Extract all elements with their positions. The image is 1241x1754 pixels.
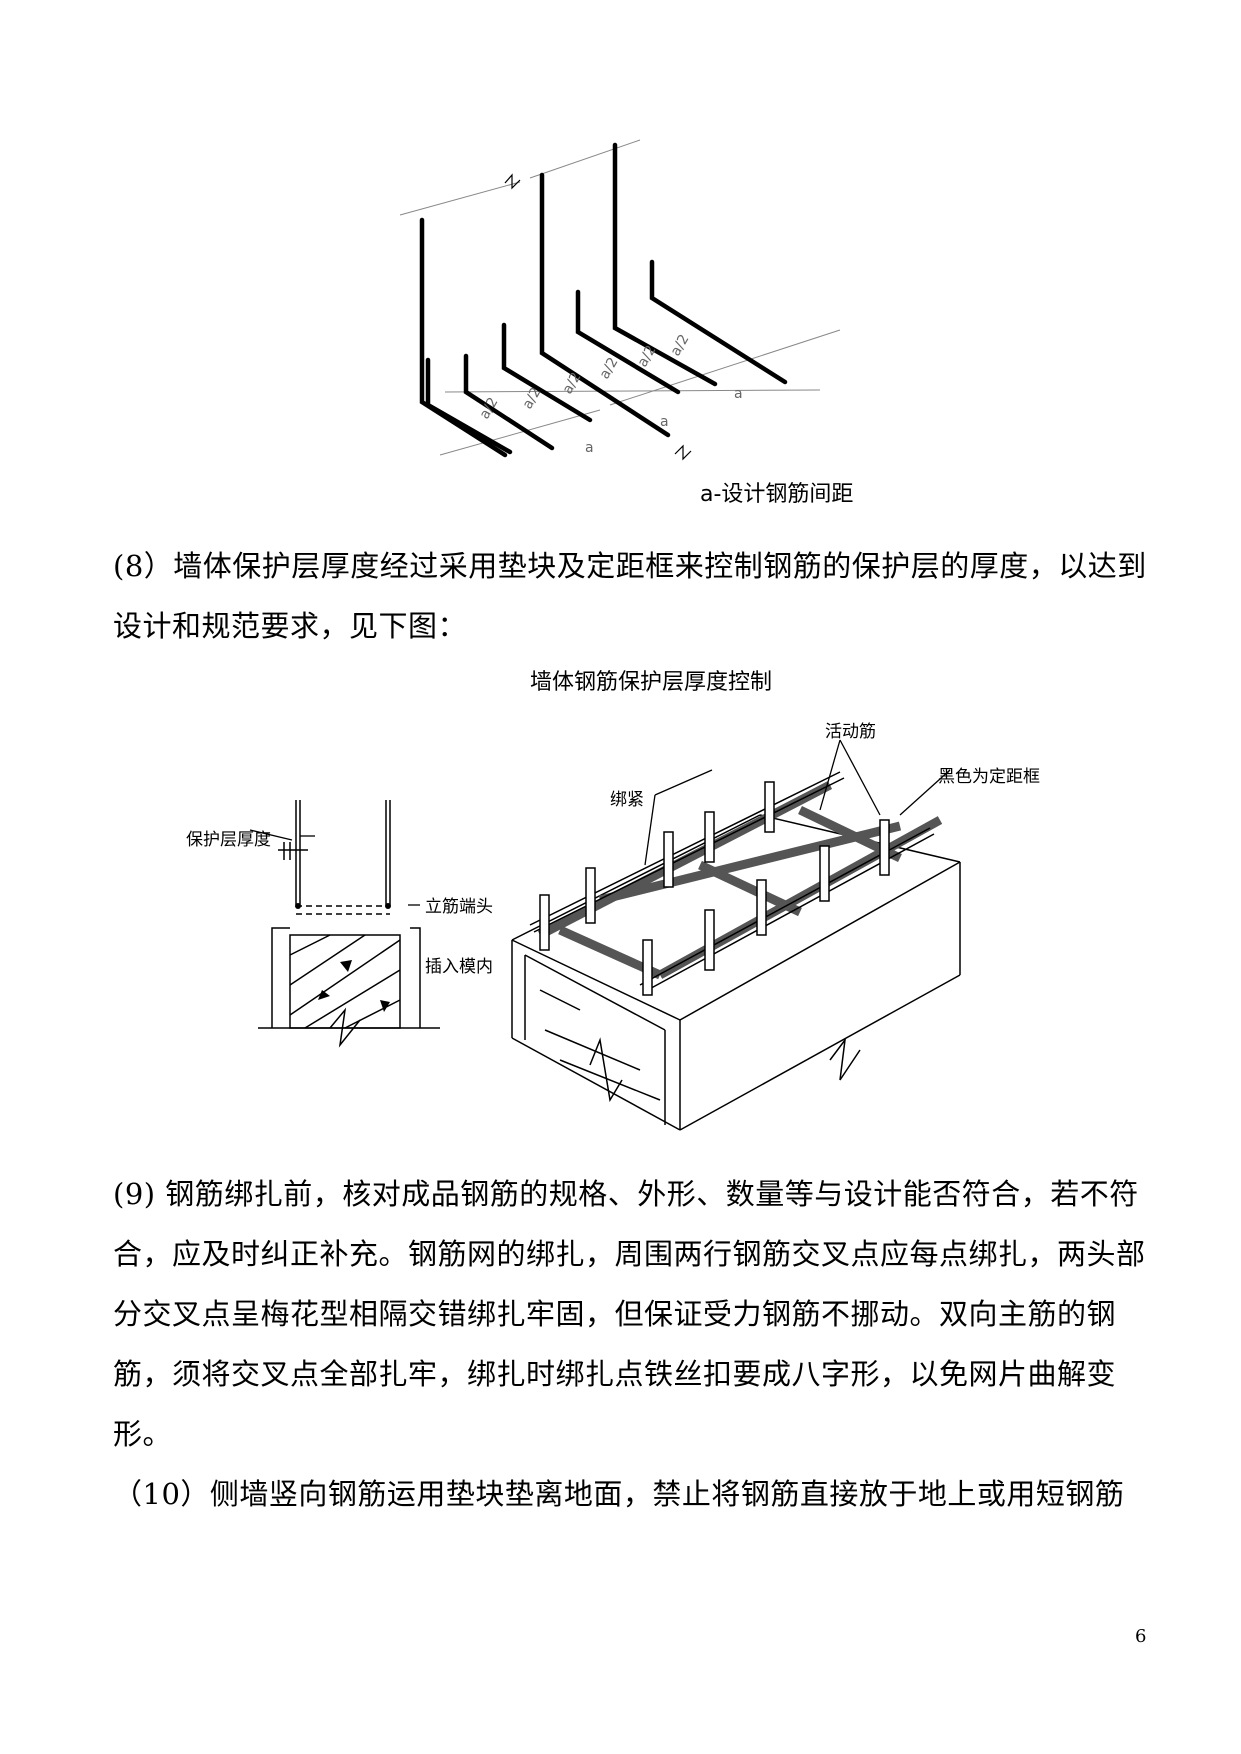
page-number: 6 bbox=[1135, 1626, 1147, 1647]
label-bar-end: 立筋端头 bbox=[425, 897, 493, 917]
label-a: a bbox=[734, 386, 743, 402]
label-a-half: a/2 bbox=[560, 370, 585, 397]
label-a-half: a/2 bbox=[597, 355, 622, 382]
paragraph-10: （10）侧墙竖向钢筋运用垫块垫离地面，禁止将钢筋直接放于地上或用短钢筋 bbox=[113, 1477, 1125, 1511]
label-a-half: a/2 bbox=[668, 332, 693, 359]
rebar-spacing-diagram: a/2 a/2 a/2 a/2 a/2 a/2 a a a bbox=[399, 139, 841, 461]
label-a: a bbox=[585, 440, 594, 456]
paragraph-8: (8）墙体保护层厚度经过采用垫块及定距框来控制钢筋的保护层的厚度，以达到设计和规… bbox=[113, 549, 1147, 643]
figure2-title: 墙体钢筋保护层厚度控制 bbox=[530, 670, 773, 695]
label-movable-bar: 活动筋 bbox=[825, 722, 876, 742]
label-tie-tight: 绑紧 bbox=[610, 790, 644, 810]
paragraph-9: (9) 钢筋绑扎前，核对成品钢筋的规格、外形、数量等与设计能否符合，若不符合，应… bbox=[113, 1177, 1146, 1451]
label-a: a bbox=[660, 414, 669, 430]
label-cover-thickness: 保护层厚度 bbox=[186, 830, 271, 850]
label-insert-in-form: 插入模内 bbox=[425, 957, 493, 977]
cover-thickness-diagram: 保护层厚度 立筋端头 插入模内 活动筋 黑色为定距框 绑紧 bbox=[186, 722, 1040, 1131]
label-black-frame: 黑色为定距框 bbox=[938, 767, 1040, 787]
figure1-caption: a-设计钢筋间距 bbox=[700, 482, 854, 507]
